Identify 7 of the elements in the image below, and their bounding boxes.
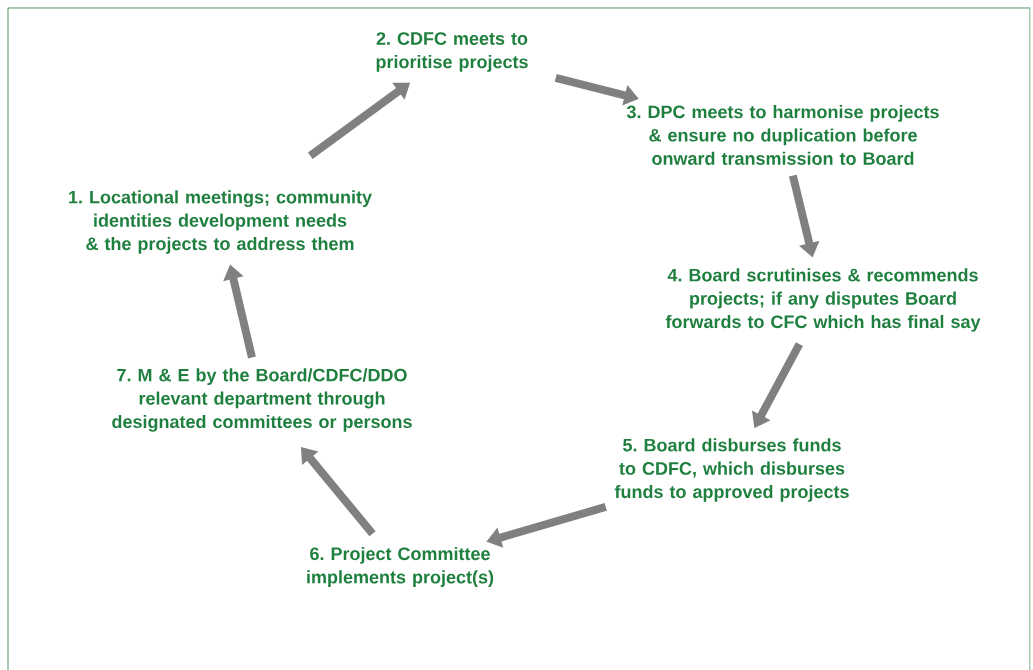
- step-text: 2. CDFC meets to prioritise projects: [376, 32, 528, 72]
- step-text: 6. Project Committee implements project(s): [307, 546, 494, 588]
- step-text: 7. M & E by the Board/CDFC/DDO relevant department through designated committees or persons: [112, 368, 412, 432]
- step-text: 5. Board disburses funds to CDFC, which disburses funds to approved projects: [614, 438, 849, 502]
- step-text: 1. Locational meetings; community identities development needs & the projects to address them: [69, 190, 372, 254]
- step-text: 4. Board scrutinises & recommends projects; if any disputes Board forwards to CFC which has final say: [665, 268, 981, 332]
- step-text: 3. DPC meets to harmonise projects & ensure no duplication before onward transmission to Board: [626, 105, 939, 165]
